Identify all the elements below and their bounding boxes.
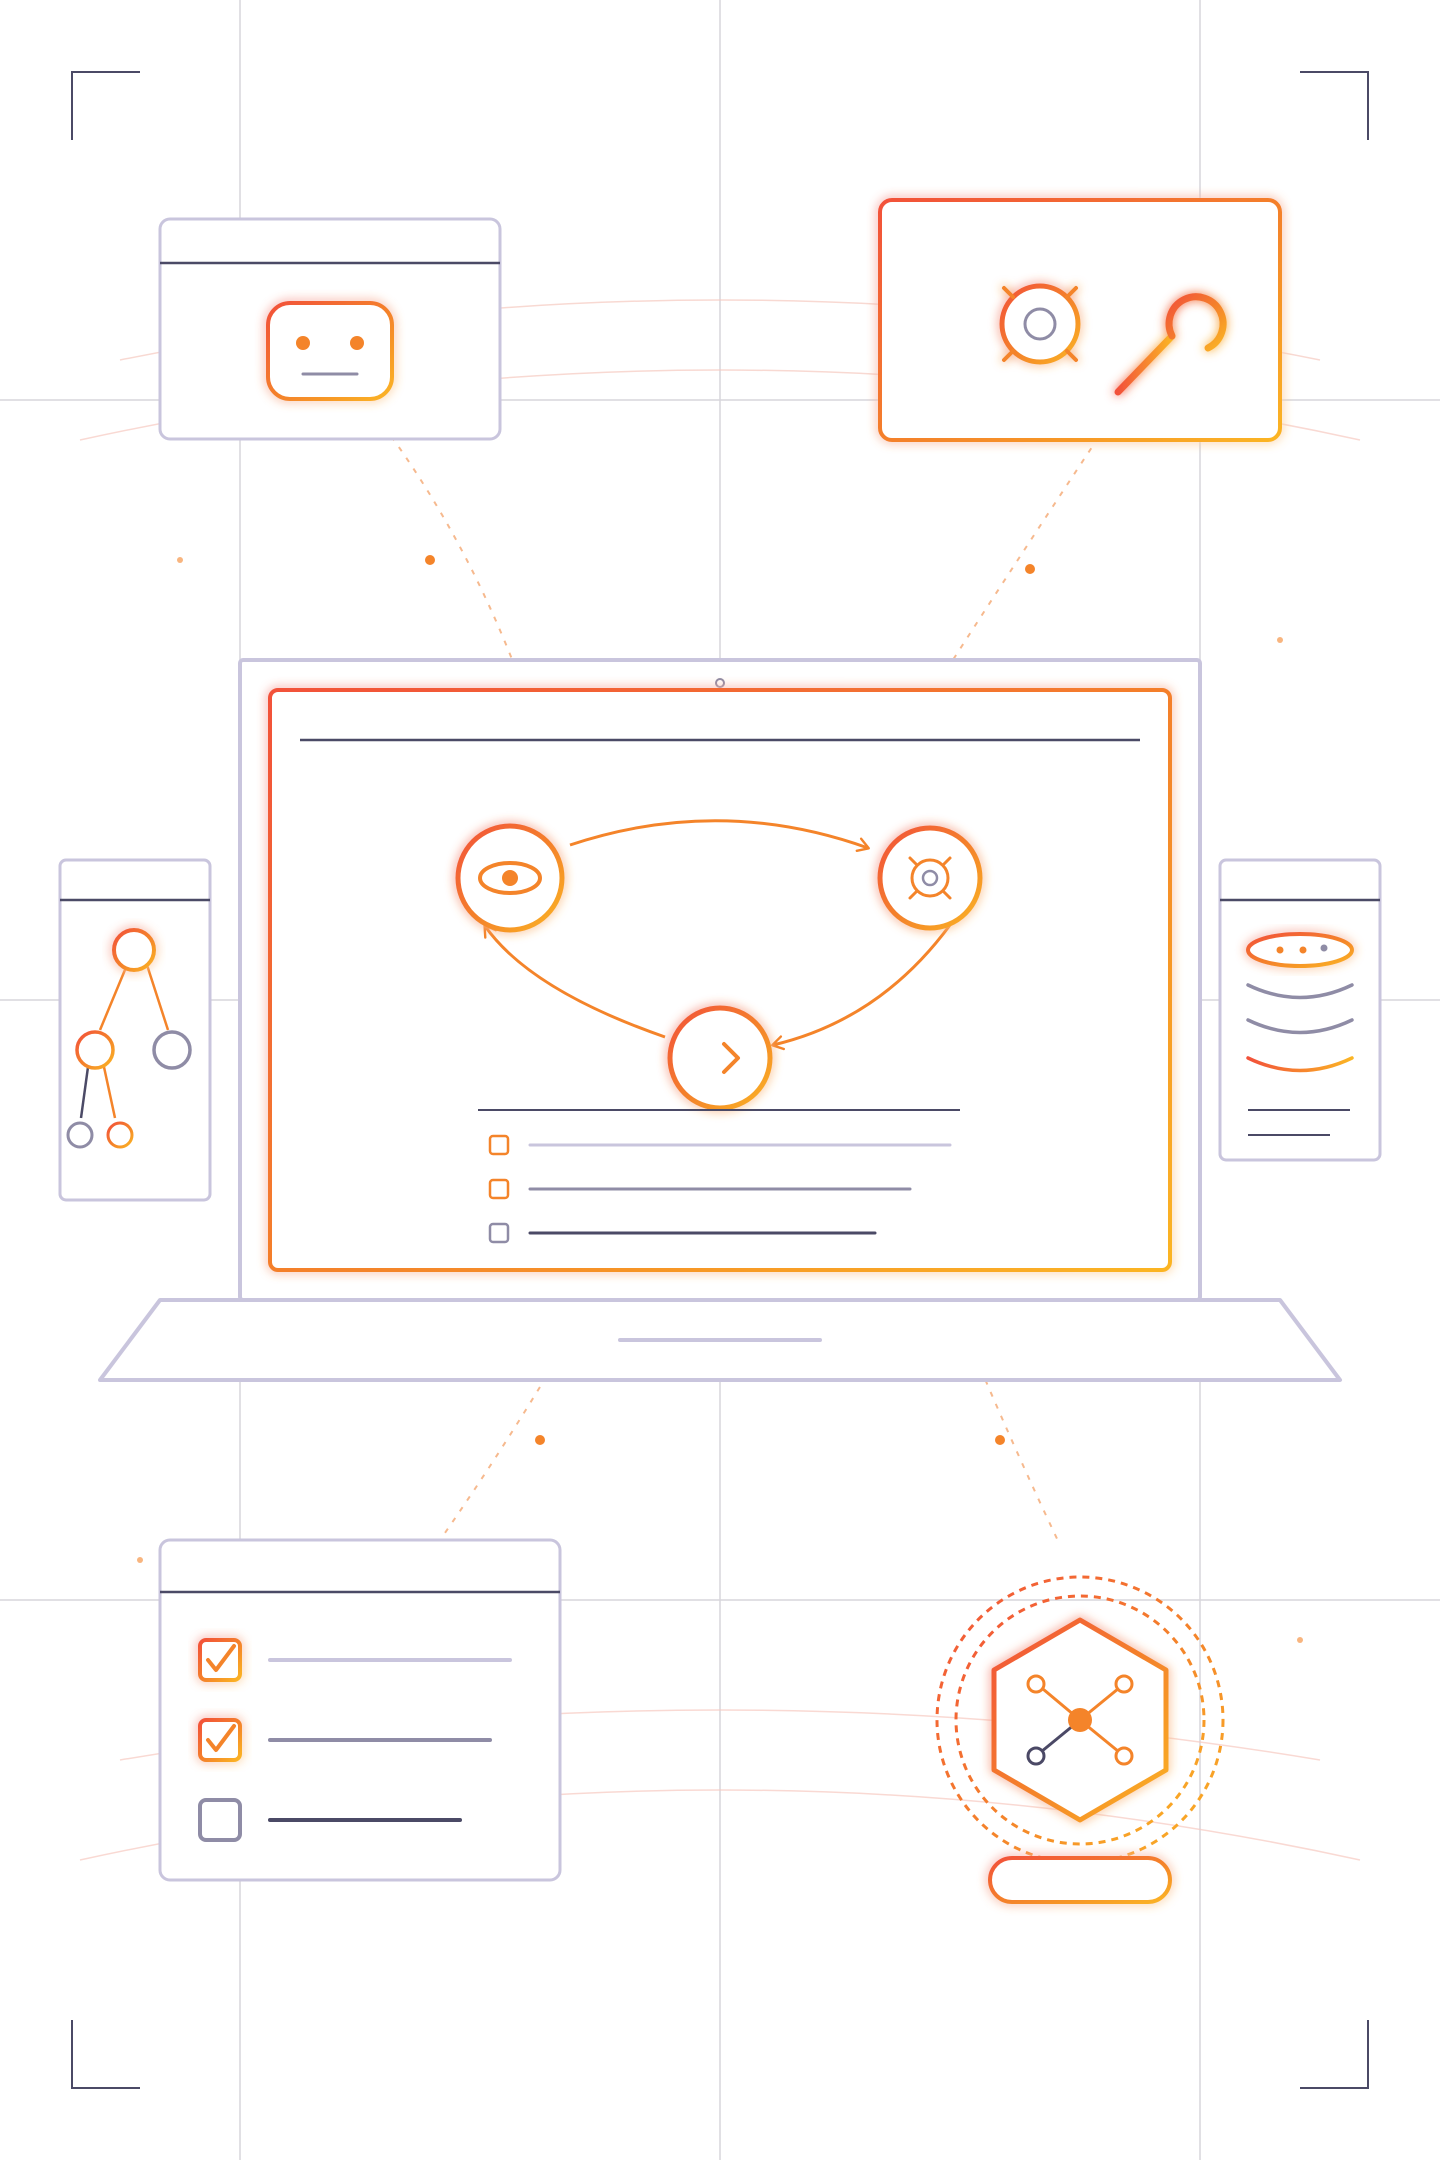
task-item [198, 1718, 492, 1762]
loop-arrow-configure-to-act [771, 924, 952, 1051]
checkbox-icon [488, 1222, 510, 1244]
tree-panel [58, 858, 212, 1202]
tasks-panel [158, 1538, 562, 1882]
task-item [198, 1798, 462, 1842]
hexagon-network-icon [991, 1617, 1169, 1823]
play-arrow-icon [667, 1005, 773, 1111]
screen-checklist-item [488, 1222, 877, 1244]
screen-checklist [488, 1134, 952, 1244]
laptop [98, 658, 1342, 1382]
database-stack-icon [1246, 932, 1354, 1136]
agent-panel [158, 217, 502, 441]
tree-hierarchy-icon [66, 928, 192, 1149]
eye-icon [455, 823, 565, 933]
checkmark-icon [206, 1724, 236, 1752]
checkbox-icon [488, 1178, 510, 1200]
wrench-icon [1114, 293, 1227, 396]
checkbox-empty-icon [198, 1798, 242, 1842]
gear-icon [999, 283, 1081, 365]
agent-loop [455, 819, 983, 1111]
webcam-dot [715, 678, 725, 688]
robot-face-icon [266, 301, 394, 401]
checkbox-icon [488, 1134, 510, 1156]
target-gear-icon [877, 825, 983, 931]
corner-marks [71, 71, 1369, 2089]
loop-arrow-observe-to-configure [569, 819, 870, 852]
tools-panel [878, 198, 1282, 442]
screen-checklist-item [488, 1178, 912, 1200]
checkmark-icon [206, 1644, 236, 1672]
task-item [198, 1638, 512, 1682]
task-list [198, 1638, 512, 1842]
loop-arrow-act-to-observe [483, 924, 666, 1039]
globe-stand [988, 1856, 1172, 1904]
screen-checklist-item [488, 1134, 952, 1156]
laptop-screen [268, 688, 1172, 1272]
memory-panel [1218, 858, 1382, 1162]
network-panel [935, 1575, 1225, 1904]
